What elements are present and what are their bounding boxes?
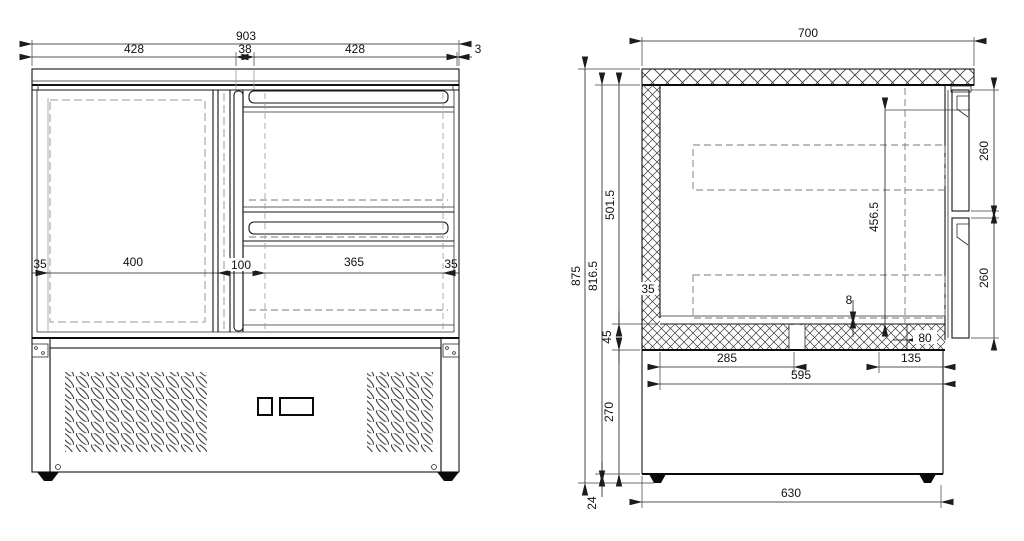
foot-side-front: [919, 474, 936, 483]
dim-side-feet-height: 24: [585, 496, 599, 510]
dim-side-base-front-offset: 285: [717, 351, 737, 365]
front-center-pillar: [217, 90, 244, 332]
drawer2-box-hidden: [692, 274, 946, 319]
foot-front-right: [437, 472, 459, 481]
power-switch: [257, 397, 273, 416]
dim-side-base-thickness: 45: [600, 330, 614, 344]
dim-side-body-height: 816.5: [586, 261, 600, 291]
dim-front-top-right-door: 428: [345, 42, 365, 56]
drawer2-handle-recess: [248, 221, 449, 235]
dim-side-interior-height: 501.5: [603, 190, 617, 220]
dim-side-interior-clearance: 456.5: [867, 202, 881, 232]
dim-front-drawer-interior: 365: [344, 255, 364, 269]
dim-side-floor-panel: 8: [846, 293, 853, 307]
dim-side-front-section: 135: [901, 351, 921, 365]
dim-side-drawer-upper: 260: [977, 141, 991, 161]
side-base-slab: [642, 315, 945, 351]
front-lower-housing: [31, 337, 460, 481]
side-view: [641, 68, 975, 483]
dim-side-overall-height: 875: [569, 266, 583, 286]
front-drawer-stack: [242, 90, 454, 332]
side-dimensions: 700 875 816.5 501.5 45 270 24 35 456.5: [569, 26, 999, 510]
drawer1-box-hidden: [692, 144, 946, 191]
screw-left: [55, 464, 61, 470]
front-body: [31, 85, 460, 339]
side-drawer2-front: [951, 217, 970, 339]
side-plinth: [642, 350, 944, 483]
front-view: [31, 68, 460, 481]
dim-front-top-overhang: 3: [475, 42, 482, 56]
controller-display: [279, 397, 314, 416]
hinge-plate-right: [442, 343, 460, 358]
dim-front-wall-right: 35: [444, 257, 458, 271]
side-rear-wall: [641, 85, 661, 474]
side-drawer1-front: [951, 89, 970, 212]
dim-front-door-interior: 400: [123, 255, 143, 269]
side-hidden-lines: [692, 88, 946, 324]
vent-grille-left: [65, 372, 207, 452]
vent-grille-right: [367, 372, 433, 452]
hinge-plate-left: [31, 343, 49, 358]
side-countertop: [641, 68, 975, 93]
dim-side-plinth-height: 270: [602, 402, 616, 422]
side-drawer-fronts: [944, 85, 970, 340]
dim-side-wall-thickness: 35: [641, 282, 655, 296]
dim-front-top-left-door: 428: [124, 42, 144, 56]
dim-side-feet-spacing: 630: [781, 486, 801, 500]
foot-front-left: [37, 472, 59, 481]
dim-side-drawer-lower: 260: [977, 268, 991, 288]
dim-front-wall-left: 35: [33, 257, 47, 271]
dim-side-depth: 700: [798, 26, 818, 40]
drawer1-handle-recess: [248, 90, 449, 104]
foot-side-rear: [649, 474, 666, 483]
front-countertop: [31, 68, 460, 91]
front-left-door: [47, 90, 214, 332]
dim-front-top-pillar: 38: [238, 42, 252, 56]
front-dimensions: 903 428 38 428 3 35 400 100 365 35: [19, 29, 482, 277]
dim-front-overall-width: 903: [236, 29, 256, 43]
dim-side-base-front-width: 80: [918, 331, 932, 345]
dim-side-interior-depth: 595: [791, 368, 811, 382]
screw-right: [431, 464, 437, 470]
dim-front-center-pillar: 100: [231, 258, 251, 272]
